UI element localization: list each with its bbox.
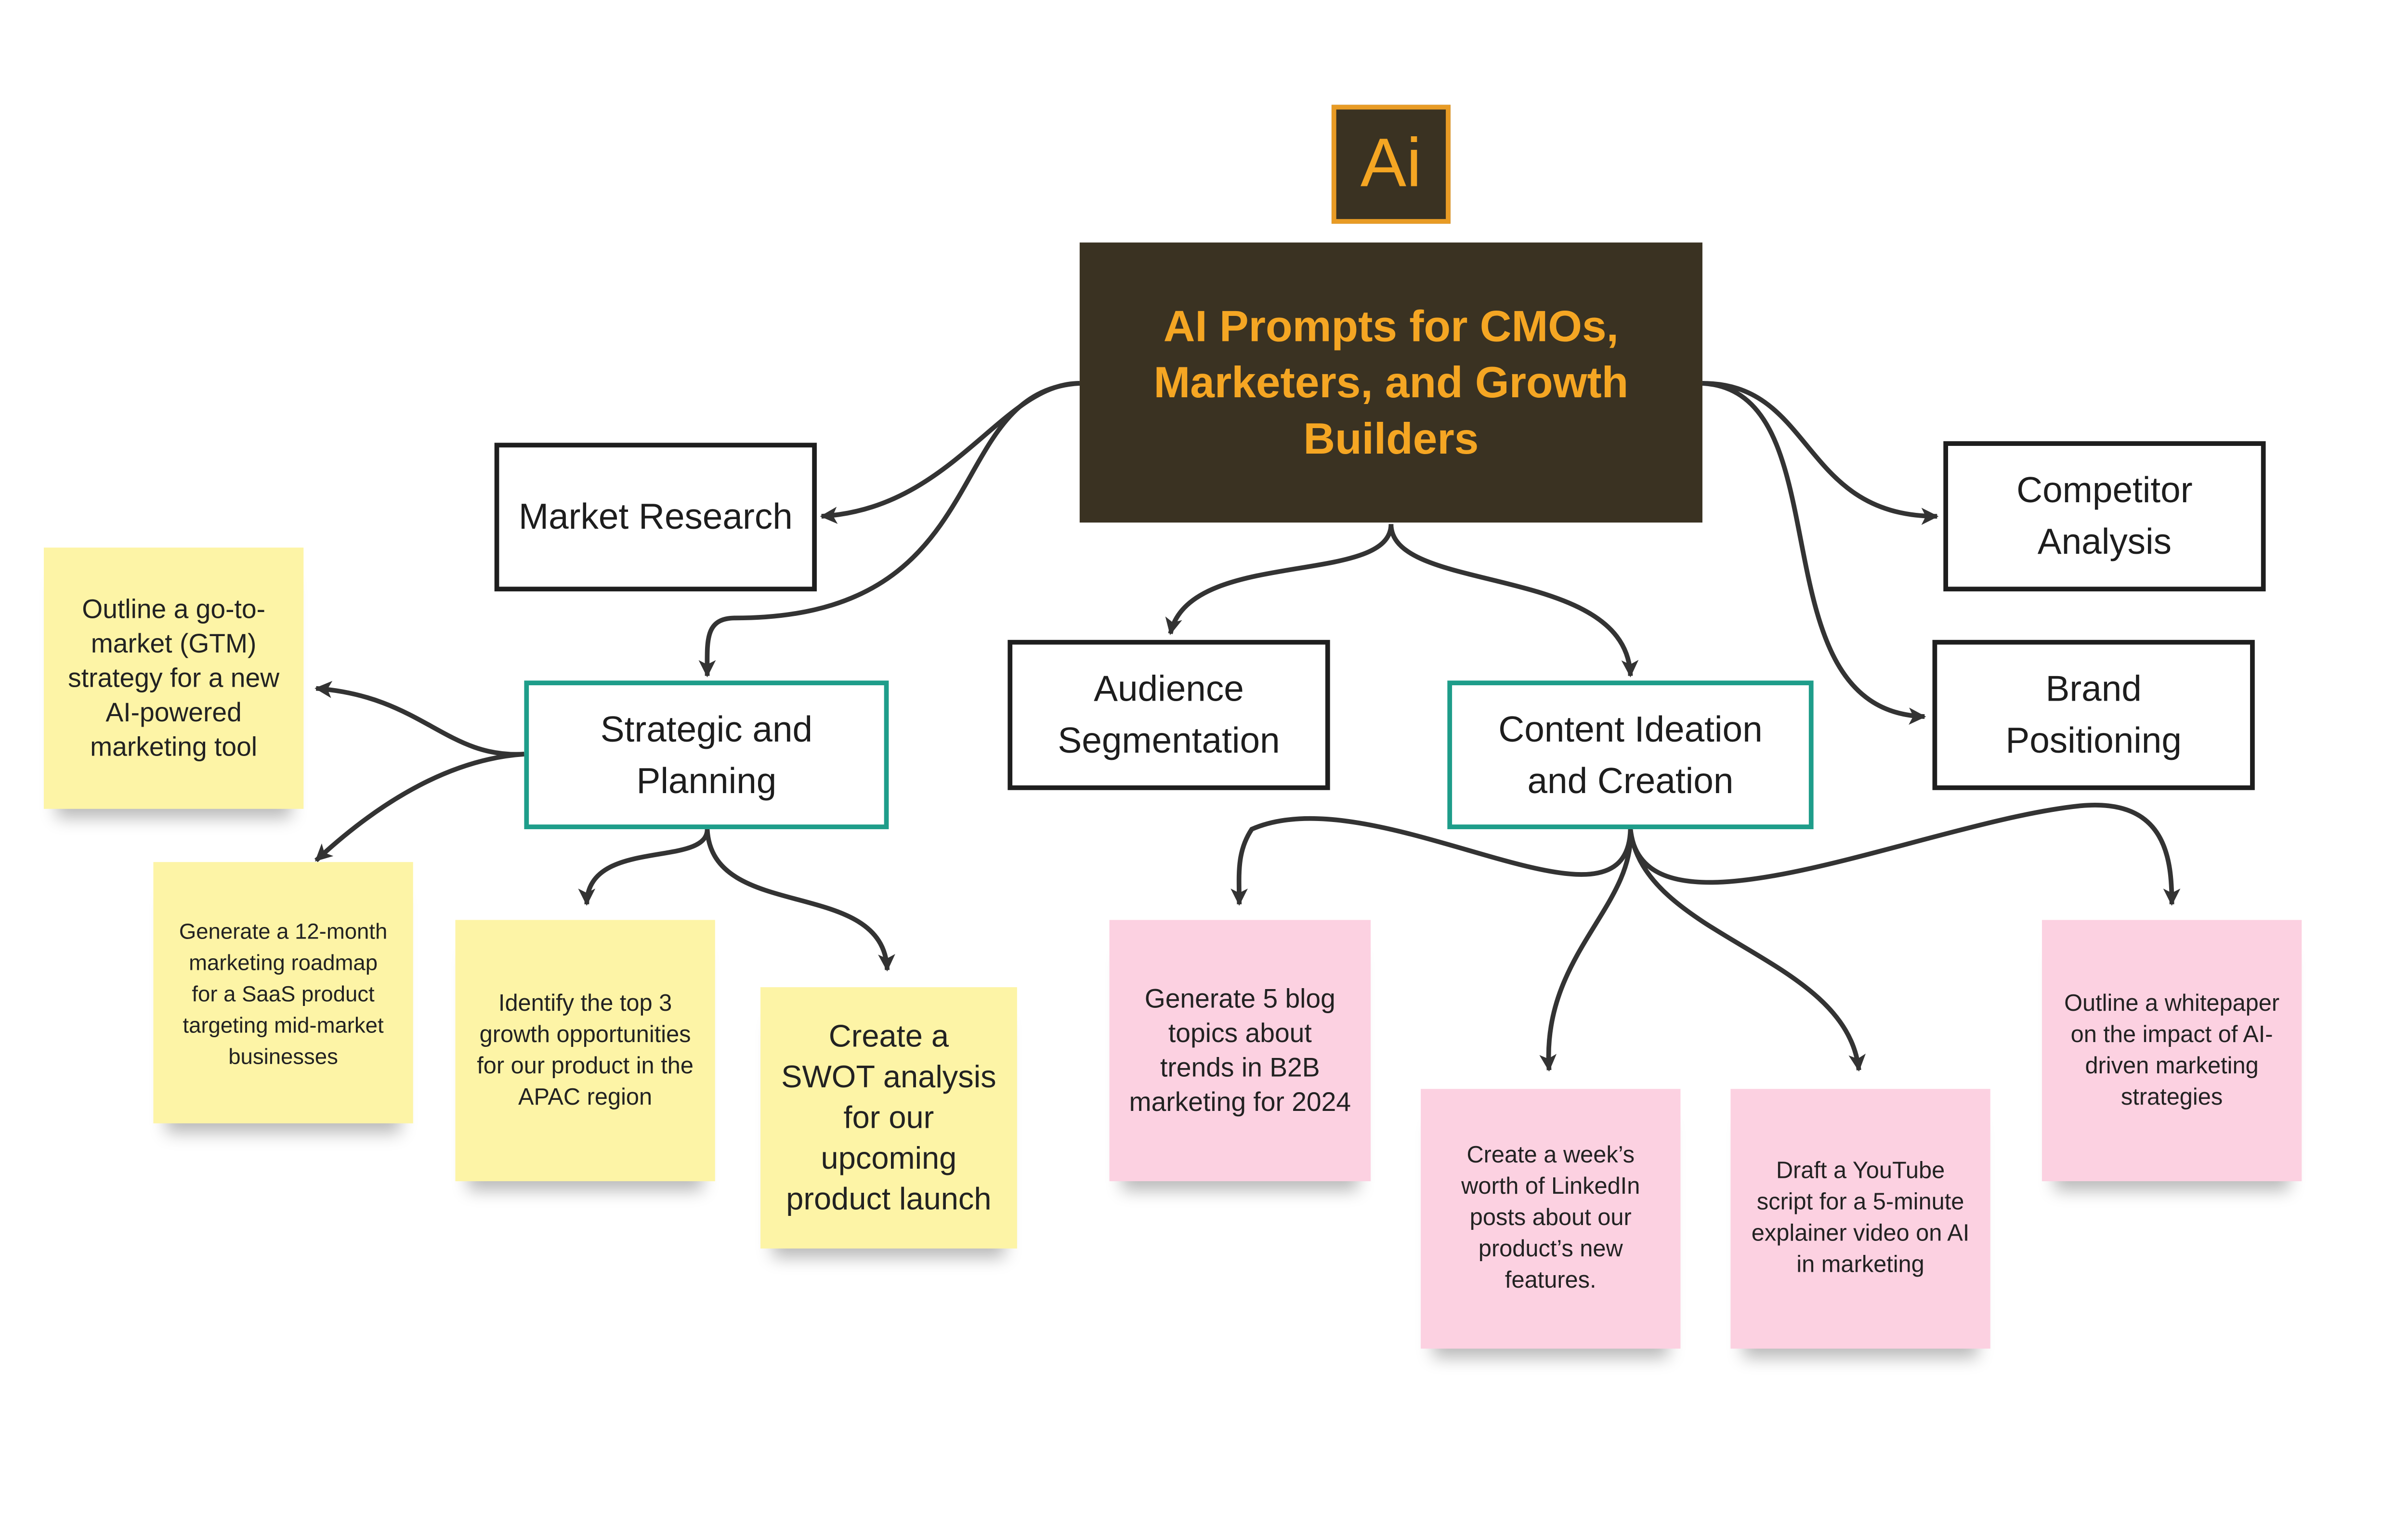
- sticky-note-gtm[interactable]: Outline a go-to-market (GTM) strategy fo…: [43, 548, 304, 809]
- arrow-strategic-to-gtm: [314, 681, 524, 757]
- sticky-note-linkedin[interactable]: Create a week’s worth of LinkedIn posts …: [1421, 1089, 1681, 1349]
- root-topic-title: AI Prompts for CMOs, Marketers, and Grow…: [1153, 301, 1629, 463]
- note-text: Outline a whitepaper on the impact of AI…: [2064, 989, 2280, 1110]
- category-audience-segmentation[interactable]: Audience Segmentation: [1008, 639, 1330, 790]
- arrow-strategic-to-growth: [578, 829, 710, 906]
- arrow-strategic-to-roadmap: [314, 752, 524, 862]
- category-label: Competitor Analysis: [2016, 469, 2193, 562]
- sticky-note-youtube[interactable]: Draft a YouTube script for a 5-minute ex…: [1730, 1089, 1990, 1349]
- note-text: Draft a YouTube script for a 5-minute ex…: [1751, 1158, 1970, 1278]
- arrow-strategic-to-swot: [705, 829, 895, 972]
- sticky-note-blog[interactable]: Generate 5 blog topics about trends in B…: [1109, 920, 1371, 1181]
- category-label: Content Ideation and Creation: [1498, 708, 1763, 800]
- ai-logo-icon: Ai: [1331, 104, 1451, 224]
- category-strategic-planning[interactable]: Strategic and Planning: [524, 680, 889, 829]
- category-brand-positioning[interactable]: Brand Positioning: [1932, 639, 2255, 790]
- arrow-content-to-youtube: [1628, 829, 1866, 1072]
- category-competitor-analysis[interactable]: Competitor Analysis: [1943, 441, 2266, 592]
- note-text: Create a week’s worth of LinkedIn posts …: [1461, 1142, 1640, 1294]
- category-label: Audience Segmentation: [1058, 668, 1280, 761]
- arrow-root-to-brand-positioning: [1702, 381, 1926, 725]
- note-text: Identify the top 3 growth opportunities …: [477, 989, 694, 1110]
- arrow-root-to-content-ideation: [1388, 524, 1639, 678]
- arrow-content-to-linkedin: [1539, 829, 1633, 1072]
- root-topic[interactable]: AI Prompts for CMOs, Marketers, and Grow…: [1079, 242, 1702, 523]
- arrow-content-to-blog: [1230, 816, 1633, 906]
- note-text: Generate 5 blog topics about trends in B…: [1129, 983, 1351, 1117]
- category-label: Strategic and Planning: [600, 708, 813, 800]
- category-label: Market Research: [518, 496, 793, 537]
- ai-logo-text: Ai: [1360, 125, 1422, 202]
- arrow-content-to-whitepaper: [1628, 803, 2181, 906]
- sticky-note-growth[interactable]: Identify the top 3 growth opportunities …: [455, 920, 715, 1181]
- arrow-root-to-market-research: [820, 381, 1080, 524]
- note-text: Generate a 12-month marketing roadmap fo…: [179, 917, 388, 1068]
- sticky-note-roadmap[interactable]: Generate a 12-month marketing roadmap fo…: [153, 862, 413, 1123]
- sticky-note-whitepaper[interactable]: Outline a whitepaper on the impact of AI…: [2042, 920, 2302, 1181]
- category-market-research[interactable]: Market Research: [494, 443, 817, 592]
- arrow-root-to-audience-segmentation: [1165, 524, 1394, 635]
- arrow-root-to-competitor-analysis: [1702, 381, 1939, 525]
- note-text: Create a SWOT analysis for our upcoming …: [781, 1019, 996, 1217]
- sticky-note-swot[interactable]: Create a SWOT analysis for our upcoming …: [760, 987, 1017, 1249]
- arrow-root-to-strategic-planning: [698, 381, 1080, 678]
- note-text: Outline a go-to-market (GTM) strategy fo…: [68, 593, 280, 761]
- category-label: Brand Positioning: [2005, 668, 2182, 761]
- category-content-ideation[interactable]: Content Ideation and Creation: [1447, 680, 1814, 829]
